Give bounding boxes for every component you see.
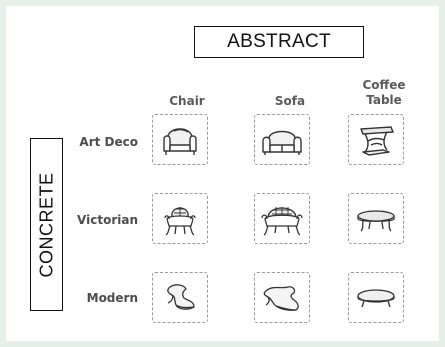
column-header-coffee-table: Coffee Table [344, 78, 424, 108]
victorian-chair-icon [164, 206, 196, 236]
cell-art-deco-sofa [254, 114, 310, 165]
art-deco-sofa-icon [262, 130, 302, 155]
cell-victorian-coffee-table [348, 193, 404, 244]
cell-victorian-sofa [254, 193, 310, 244]
concrete-label-box: CONCRETE [30, 138, 63, 311]
art-deco-chair-icon [163, 127, 197, 155]
row-header-art-deco: Art Deco [79, 135, 138, 149]
cell-victorian-chair [152, 193, 208, 244]
abstract-label-box: ABSTRACT [194, 26, 364, 58]
modern-sofa-icon [263, 285, 299, 311]
modern-coffee-table-icon [357, 288, 395, 307]
cell-modern-chair [152, 272, 208, 323]
modern-chair-icon [167, 283, 195, 310]
concrete-label: CONCRETE [36, 171, 56, 278]
cell-modern-sofa [254, 272, 310, 323]
column-header-coffee-text: Coffee [362, 78, 406, 92]
column-header-chair: Chair [147, 94, 227, 109]
cell-modern-coffee-table [348, 272, 404, 323]
cell-art-deco-coffee-table [348, 114, 404, 165]
column-header-sofa-text: Sofa [274, 94, 306, 108]
column-header-chair-text: Chair [169, 94, 205, 108]
victorian-sofa-icon [261, 206, 303, 236]
row-header-modern: Modern [86, 291, 138, 305]
column-header-sofa: Sofa [250, 94, 330, 109]
victorian-coffee-table-icon [357, 209, 395, 231]
column-header-table-text: Table [366, 93, 402, 107]
cell-art-deco-chair [152, 114, 208, 165]
row-header-victorian: Victorian [77, 213, 138, 227]
diagram-canvas: ABSTRACT CONCRETE Chair Sofa Coffee Tabl… [6, 6, 439, 341]
abstract-label: ABSTRACT [227, 31, 331, 52]
art-deco-coffee-table-icon [360, 125, 394, 156]
